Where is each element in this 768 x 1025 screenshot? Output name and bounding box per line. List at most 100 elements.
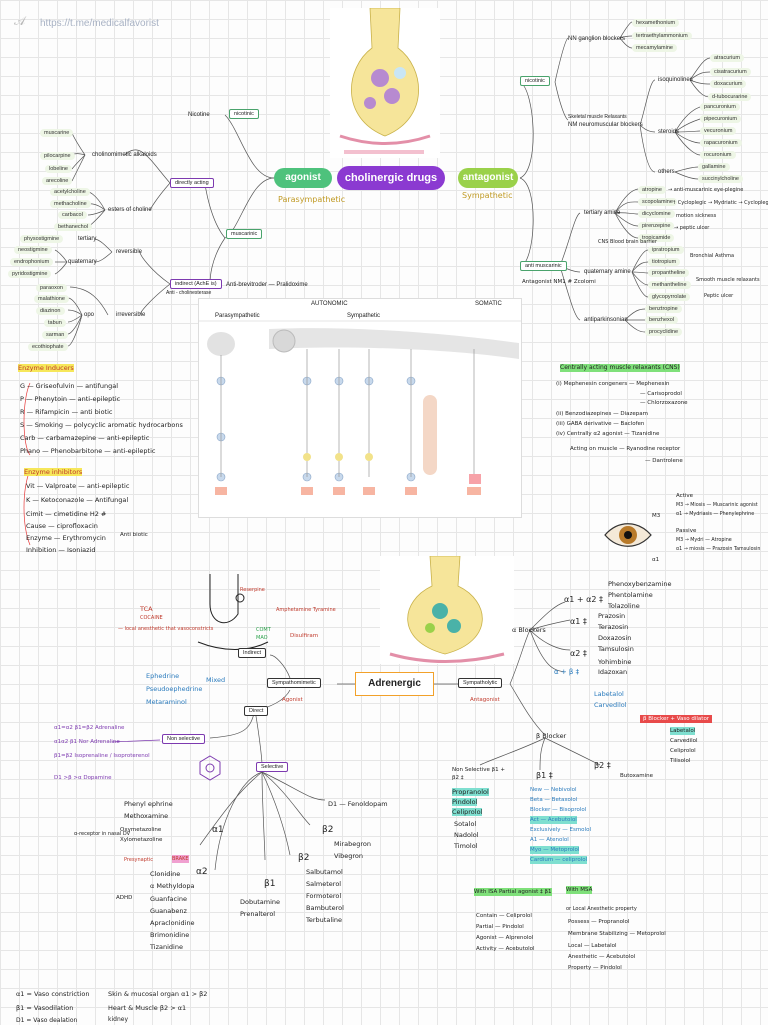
nonselective-beta-item: Propranolol bbox=[452, 788, 489, 796]
beta1-selective-item: Exclusively — Esmolol bbox=[530, 827, 591, 833]
tertiary-item: physostigmine bbox=[20, 235, 64, 243]
ester-item: carbacol bbox=[58, 211, 87, 219]
alpha-beta-label: α + β ‡ bbox=[554, 668, 580, 676]
isa-title: With ISA Partial agonist ‡ β1 bbox=[474, 888, 552, 896]
brake-label: BRAKE bbox=[172, 855, 189, 863]
footer-note: kidney bbox=[108, 1016, 128, 1023]
alpha2-item: α Methyldopa bbox=[150, 882, 195, 890]
alpha2-item: Guanabenz bbox=[150, 907, 187, 915]
alpha2-item: Tizanidine bbox=[150, 943, 183, 951]
alpha1-note: α-receptor in nasal DV bbox=[74, 831, 130, 837]
sympathetic-label: Sympathetic bbox=[462, 191, 513, 200]
beta-blocker-label: β Blocker bbox=[536, 732, 567, 740]
pralidoxime-note: Anti-brevitroder — Pralidoxime bbox=[226, 282, 308, 288]
quaternary-amine-label: quaternary amine bbox=[584, 269, 631, 275]
muscle-relaxant-item: — Dantrolene bbox=[645, 458, 683, 464]
adrenergic-center-node[interactable]: Adrenergic bbox=[355, 672, 434, 696]
eye-active-label: Active bbox=[676, 493, 694, 499]
irreversible-label: irreversible bbox=[116, 312, 146, 318]
direct-acting-node[interactable]: Direct bbox=[244, 706, 269, 716]
irreversible-item: paraoxon bbox=[36, 284, 67, 292]
beta2-item: Vibegron bbox=[334, 852, 363, 860]
quaternary-item: neostigmine bbox=[14, 246, 52, 254]
nonselective-beta-item: Celiprolol bbox=[452, 808, 483, 816]
adhd-label: ADHD bbox=[116, 895, 133, 901]
isoquinoline-item: cisatracurium bbox=[710, 68, 751, 76]
dicyclomine-note: motion sickness bbox=[676, 213, 717, 219]
muscle-relaxants-title: Centrally acting muscle relaxants (CNS) bbox=[560, 364, 680, 372]
muscarinic-node[interactable]: muscarinic bbox=[226, 229, 263, 239]
selective-node[interactable]: Selective bbox=[256, 762, 289, 772]
directly-acting-node[interactable]: directly acting bbox=[170, 178, 214, 188]
vasodilator-item: Labetalol bbox=[670, 727, 696, 735]
beta1-selective-item: Myo — Metoprolol bbox=[530, 846, 580, 854]
eye-note: α1 → miosis — Prazosin Tamsulosin bbox=[676, 547, 761, 552]
peptic-ulcer-note: Peptic ulcer bbox=[704, 293, 734, 299]
somatic-header: SOMATIC bbox=[475, 301, 502, 307]
alpha2-blocker-item: Idazoxan bbox=[598, 668, 628, 676]
propantheline-note: Smooth muscle relaxants bbox=[696, 277, 760, 283]
beta2-selective-item: Butoxamine bbox=[620, 773, 653, 779]
alpha1-alpha2-label: α1 + α2 ‡ bbox=[564, 595, 604, 604]
beta2b-item: Salbutamol bbox=[306, 868, 343, 876]
muscle-relaxant-item: (iii) GABA derivative — Baclofen bbox=[556, 421, 645, 427]
sympatholytic-node[interactable]: Sympatholytic bbox=[458, 678, 503, 688]
eye-m3-label: M3 bbox=[652, 513, 661, 519]
antagonist-nicotinic-node[interactable]: nicotinic bbox=[520, 76, 550, 86]
nm-blockers-label: NM neuromuscular blockers bbox=[568, 122, 643, 128]
alkaloid-item: lobeline bbox=[45, 165, 72, 173]
steroids-label: steroids bbox=[658, 129, 680, 135]
vasodilator-item: Celiprolol bbox=[670, 748, 696, 754]
eye-icon bbox=[603, 520, 653, 550]
beta2b-item: Terbutaline bbox=[306, 916, 343, 924]
alpha1-item: Xylometazoline bbox=[120, 837, 163, 843]
esters-label: esters of choline bbox=[108, 207, 152, 213]
beta2b-item: Bambuterol bbox=[306, 904, 344, 912]
alpha2-item: Apraclonidine bbox=[150, 919, 195, 927]
indirect-node[interactable]: indirect (AchE is) bbox=[170, 279, 222, 289]
alpha-beta-item: Labetalol bbox=[594, 690, 624, 698]
indirect-acting-node[interactable]: Indirect bbox=[238, 648, 267, 658]
steroid-item: pipecuronium bbox=[700, 115, 742, 123]
alkaloid-item: muscarine bbox=[40, 129, 74, 137]
skeletal-label: Skeletal muscle Relaxants bbox=[568, 114, 627, 120]
muscle-relaxant-item: — Carisoprodol bbox=[640, 391, 682, 397]
beta2b-item: Salmeterol bbox=[306, 880, 342, 888]
antiparkinsonian-label: antiparkinsonian bbox=[584, 317, 628, 323]
muscle-relaxant-item: (iv) Centrally α2 agonist — Tizanidine bbox=[556, 431, 660, 437]
antagonist-node[interactable]: antagonist bbox=[458, 168, 518, 188]
header-url[interactable]: https://t.me/medicalfavorist bbox=[40, 18, 159, 29]
catecholamine-structure-icon bbox=[195, 750, 225, 784]
isa-item: Partial — Pindolol bbox=[476, 924, 524, 930]
disulfiram-label: Disulfiram bbox=[290, 633, 319, 639]
muscle-relaxant-item: — Chlorzoxazone bbox=[640, 400, 688, 406]
beta1-selective-label: β1 ‡ bbox=[536, 771, 553, 780]
anti-cholinesterase-label: Anti - cholinesterase bbox=[166, 290, 212, 296]
beta1-label: β1 bbox=[264, 879, 276, 889]
muscle-relaxant-item: Acting on muscle — Ryanodine receptor bbox=[570, 446, 681, 452]
beta2b-label: β2 bbox=[298, 853, 310, 863]
beta1-item: Prenalterol bbox=[240, 910, 276, 918]
sympathomimetic-node[interactable]: Sympathomimetic bbox=[267, 678, 321, 688]
opo-label: opo bbox=[84, 312, 95, 318]
alpha1-item: Methoxamine bbox=[124, 812, 169, 820]
msa-item: Local — Labetalol bbox=[568, 943, 617, 949]
antimuscarinic-node[interactable]: anti muscarinic bbox=[520, 261, 567, 271]
eye-a1-label: α1 bbox=[652, 557, 660, 563]
msa-item: Membrane Stabilizing — Metoprolol bbox=[568, 931, 666, 937]
alpha-blockers-label: α Blockers bbox=[512, 626, 546, 634]
tertiary-amine-item: pirenzepine bbox=[638, 222, 675, 230]
cholinergic-drugs-node[interactable]: cholinergic drugs bbox=[337, 166, 445, 190]
beta2-label: β2 bbox=[322, 825, 334, 835]
ganglion-item: mecamylamine bbox=[632, 44, 677, 52]
non-selective-node[interactable]: Non selective bbox=[162, 734, 206, 744]
nicotinic-node[interactable]: nicotinic bbox=[229, 109, 259, 119]
non-selective-item: D1 >β >α Dopamine bbox=[54, 775, 112, 781]
beta1-selective-item: Beta — Betaxolol bbox=[530, 797, 578, 803]
isoquinoline-item: d-tubocurarine bbox=[708, 93, 752, 101]
msa-title: With MSA bbox=[566, 886, 593, 894]
eye-note: M3 → Mydri — Atropine bbox=[676, 538, 732, 543]
agonist-node[interactable]: agonist bbox=[274, 168, 332, 188]
alpha2-blocker-label: α2 ‡ bbox=[570, 649, 587, 658]
tertiary-amine-item: tropicamide bbox=[638, 234, 675, 242]
